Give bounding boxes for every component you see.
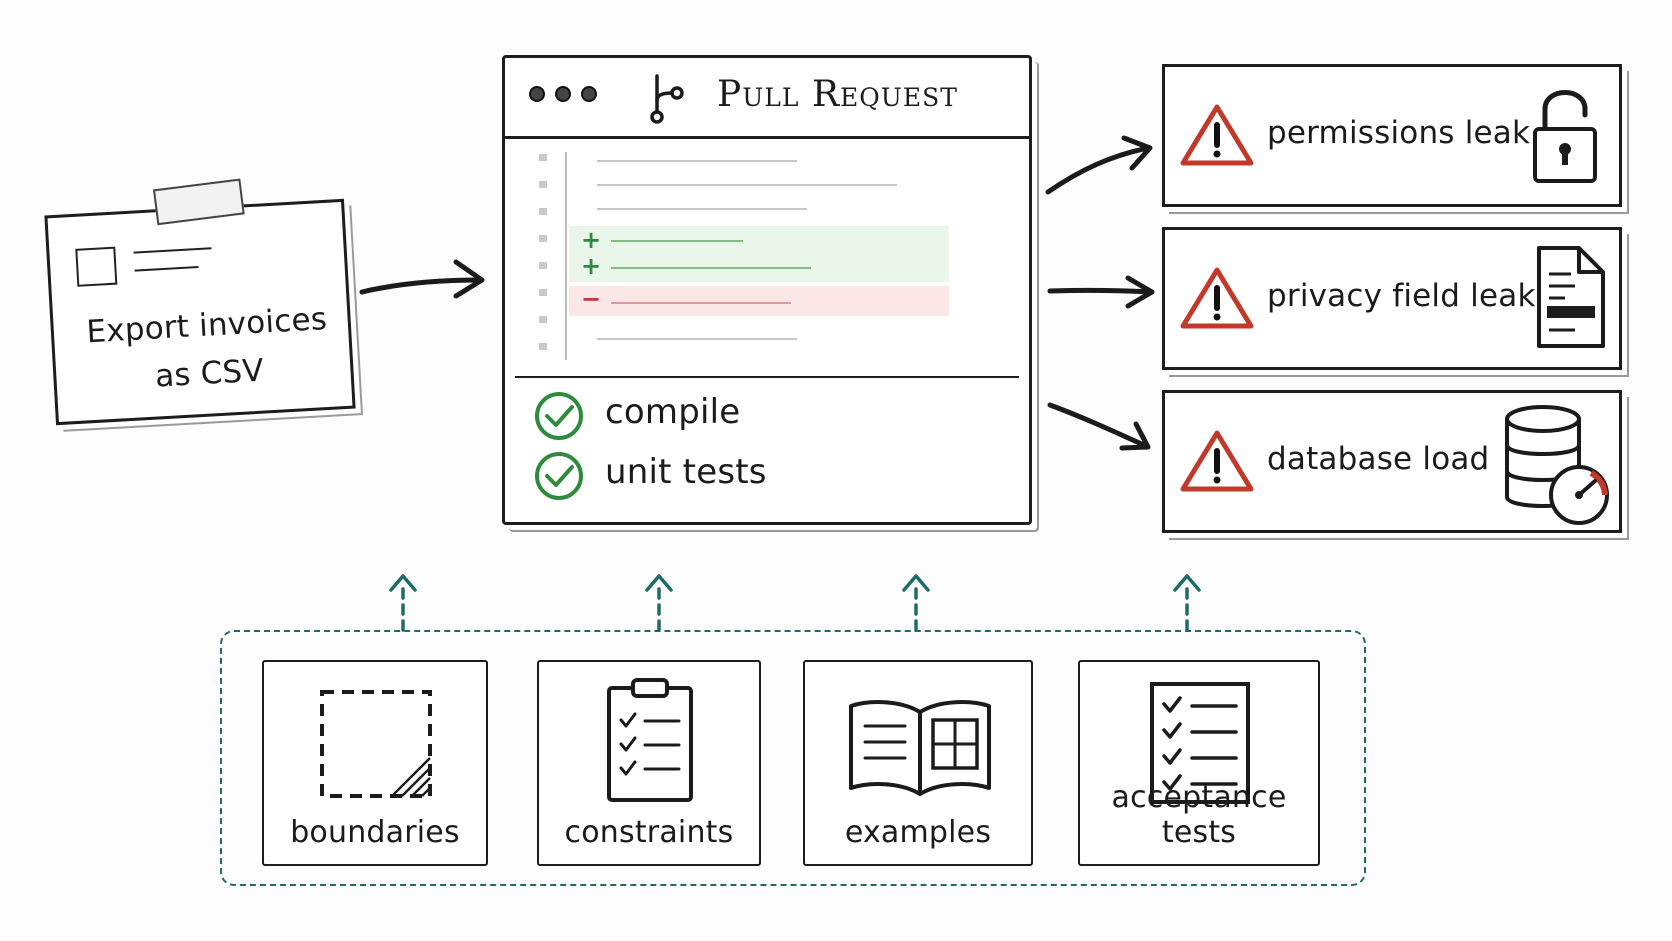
risk-label: privacy field leak	[1267, 278, 1536, 314]
diff-added-line	[611, 240, 743, 242]
diff-gutter	[539, 154, 547, 354]
risk-label: permissions leak	[1267, 115, 1531, 151]
context-acceptance-tests: acceptance tests	[1078, 660, 1320, 866]
diff-added-line	[611, 267, 811, 269]
context-boundaries: boundaries	[262, 660, 488, 866]
check-passed-icon	[535, 392, 583, 440]
warning-icon	[1180, 104, 1254, 166]
context-examples: examples	[803, 660, 1033, 866]
context-label: boundaries	[290, 815, 460, 850]
database-gauge-icon	[1505, 405, 1609, 525]
ticket-title: Export invoices as CSV	[85, 300, 328, 395]
diff-removed-line	[611, 302, 791, 304]
diff-added-block	[569, 226, 949, 282]
diff-gutter-divider	[565, 152, 567, 360]
context-label: constraints	[564, 815, 734, 850]
check-label-unit-tests: unit tests	[605, 452, 767, 492]
diff-added-marker: +	[581, 252, 602, 280]
window-title-bar: Pull Request	[505, 58, 1029, 139]
ticket-image-placeholder-icon	[75, 246, 118, 287]
context-group	[220, 630, 1366, 886]
warning-icon	[1180, 267, 1254, 329]
diff-context-line	[597, 338, 797, 340]
risk-database-load: database load	[1162, 390, 1622, 533]
ticket-tape	[152, 178, 245, 226]
risk-permissions-leak: permissions leak	[1162, 64, 1622, 207]
pull-request-title: Pull Request	[717, 74, 958, 115]
window-controls-icon	[529, 86, 597, 102]
warning-icon	[1180, 430, 1254, 492]
open-book-icon	[849, 700, 991, 796]
diff-removed-marker: −	[581, 285, 602, 313]
context-label: examples	[844, 815, 992, 850]
redacted-document-icon	[1537, 246, 1605, 348]
clipboard-checklist-icon	[607, 678, 693, 802]
context-constraints: constraints	[537, 660, 761, 866]
ticket-text-line	[133, 247, 212, 254]
diff-context-line	[597, 160, 797, 162]
diff-removed-block	[569, 286, 949, 316]
diff-added-marker: +	[581, 226, 602, 254]
diff-context-line	[597, 184, 897, 186]
risk-label: database load	[1267, 441, 1490, 477]
pull-request-window: Pull Request + + − compile unit tests	[502, 55, 1032, 525]
checklist-icon	[1150, 682, 1250, 804]
feature-ticket-card: Export invoices as CSV	[44, 178, 356, 426]
context-label: acceptance tests	[1111, 780, 1287, 850]
dashed-square-icon	[320, 690, 432, 798]
git-branch-icon	[650, 74, 684, 124]
diff-view: + + −	[505, 136, 1029, 376]
ticket-text-line	[134, 266, 199, 272]
checks-divider	[515, 376, 1019, 378]
check-passed-icon	[535, 452, 583, 500]
risk-privacy-field-leak: privacy field leak	[1162, 227, 1622, 370]
open-padlock-icon	[1533, 90, 1597, 183]
check-label-compile: compile	[605, 392, 741, 432]
diff-context-line	[597, 208, 807, 210]
